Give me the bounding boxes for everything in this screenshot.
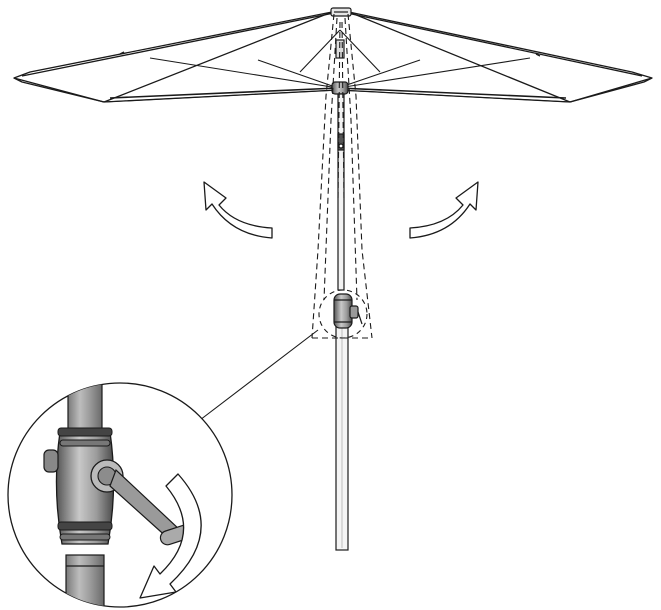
crank-rotation-arrow-icon — [139, 473, 202, 599]
canopy-panel-seam — [103, 11, 333, 103]
canopy-hem — [13, 77, 105, 103]
detail-callout-circle — [318, 289, 368, 339]
canopy-ribs — [109, 29, 567, 99]
canopy-panel-seam — [346, 12, 643, 77]
rotate-arrow-left-icon — [203, 181, 273, 239]
canopy — [13, 11, 653, 103]
main-pole — [335, 93, 349, 551]
magnified-crank-detail — [7, 382, 233, 608]
canopy-hem — [569, 77, 653, 103]
canopy-panel-seam — [21, 12, 335, 77]
callout-leader-line — [199, 329, 319, 421]
rotate-arrow-right-icon — [409, 181, 479, 239]
canopy-panel-seam — [348, 11, 571, 103]
finial-cap — [330, 7, 352, 17]
crank-housing — [333, 293, 363, 329]
